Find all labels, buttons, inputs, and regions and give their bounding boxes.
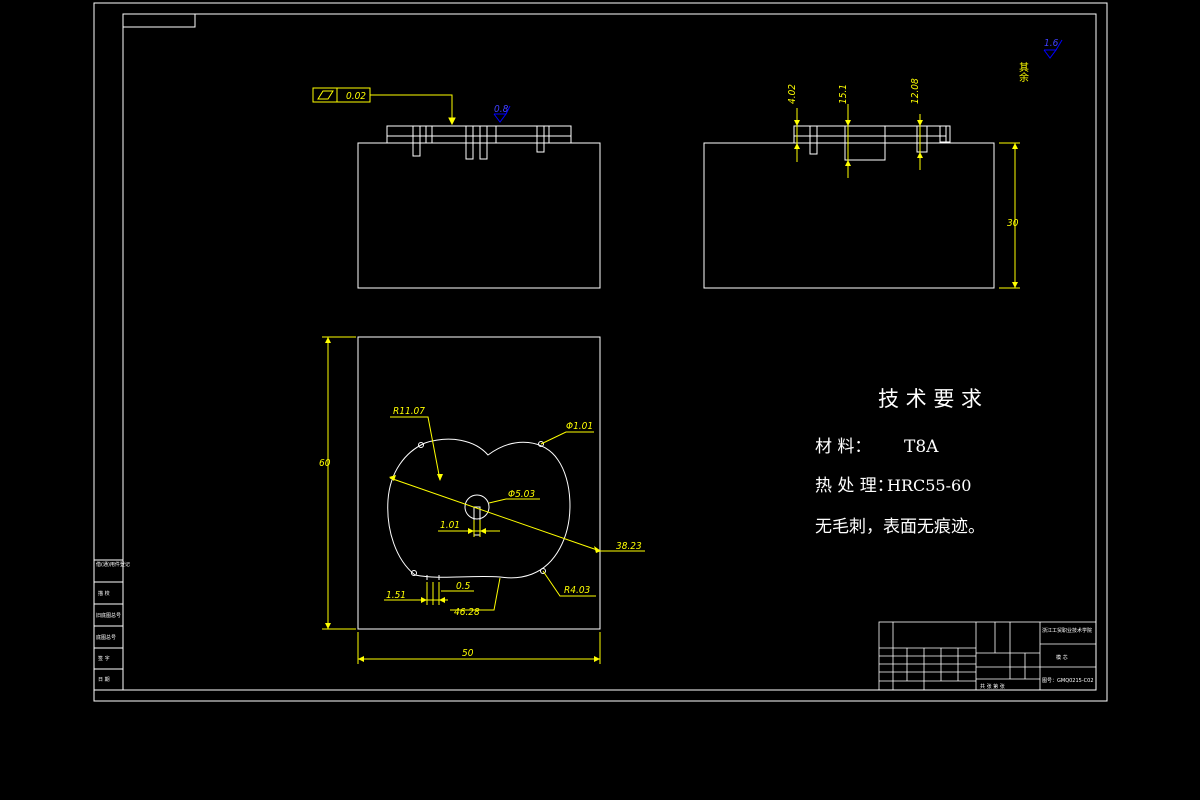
roughness-top-value: 0.8	[494, 104, 509, 115]
side-view-arrows	[794, 120, 1018, 288]
inner-border	[122, 13, 1097, 691]
dim-slot-1-01: 1.01	[440, 520, 460, 531]
material-label: 材 料：	[815, 437, 871, 457]
dim-15-1: 15.1	[838, 84, 849, 104]
title-block-sheet: 共 张 第 张	[980, 683, 1005, 690]
side-stamp-row-6: 日 期	[98, 677, 110, 683]
plan-view-dimension-lines	[322, 336, 645, 664]
dim-height-60: 60	[319, 458, 331, 469]
dim-46-28: 46.28	[454, 607, 480, 618]
finish-note: 无毛刺，表面无痕迹。	[815, 517, 985, 537]
heat-treatment-label: 热 处 理：	[815, 476, 894, 496]
tolerance-value: 0.02	[346, 91, 366, 102]
dim-phi-1-01: Φ1.01	[566, 421, 593, 432]
dim-r4-03: R4.03	[564, 585, 591, 596]
dim-38-23: 38.23	[616, 541, 642, 552]
surface-roughness-top	[493, 105, 511, 123]
side-stamp	[93, 559, 124, 691]
center-hole	[464, 494, 490, 520]
title-block-company: 浙江工贸职业技术学院	[1042, 627, 1092, 634]
surface-roughness-corner	[1043, 39, 1063, 59]
front-view	[357, 125, 601, 289]
corner-note: 其余	[1017, 62, 1029, 83]
plan-view-arrows	[325, 337, 601, 662]
outer-border	[93, 2, 1108, 702]
flatness-tolerance-frame	[312, 87, 456, 126]
title-block-drawing-no: 图号：GMQ0215-C02	[1042, 678, 1094, 684]
material-value: T8A	[904, 437, 939, 457]
side-stamp-row-1: 借(通)用件登记	[96, 561, 130, 568]
plan-view	[357, 336, 601, 630]
dim-4-02: 4.02	[787, 84, 798, 104]
side-view	[703, 125, 995, 289]
dim-r11-07: R11.07	[393, 406, 425, 417]
side-stamp-row-2: 描 校	[98, 590, 110, 597]
dim-1-51: 1.51	[386, 590, 406, 601]
dim-0-5: 0.5	[456, 581, 471, 592]
side-stamp-row-5: 签 字	[98, 655, 110, 662]
dim-12-08: 12.08	[910, 78, 921, 104]
top-left-tag-box	[122, 13, 196, 28]
heat-treatment-value: HRC55-60	[887, 476, 971, 495]
side-stamp-row-4: 底图总号	[96, 634, 116, 641]
core-profile	[387, 438, 571, 579]
title-block-part-name: 模 芯	[1056, 654, 1068, 661]
side-stamp-row-3: 旧底图总号	[96, 612, 121, 619]
tech-requirements-title: 技 术 要 求	[878, 387, 982, 411]
dim-width-50: 50	[462, 648, 474, 659]
dim-30: 30	[1007, 218, 1019, 229]
title-block	[878, 621, 1097, 691]
dim-phi-5-03: Φ5.03	[508, 489, 535, 500]
roughness-corner-value: 1.6	[1044, 38, 1059, 49]
side-view-dimension-lines	[796, 104, 1020, 289]
